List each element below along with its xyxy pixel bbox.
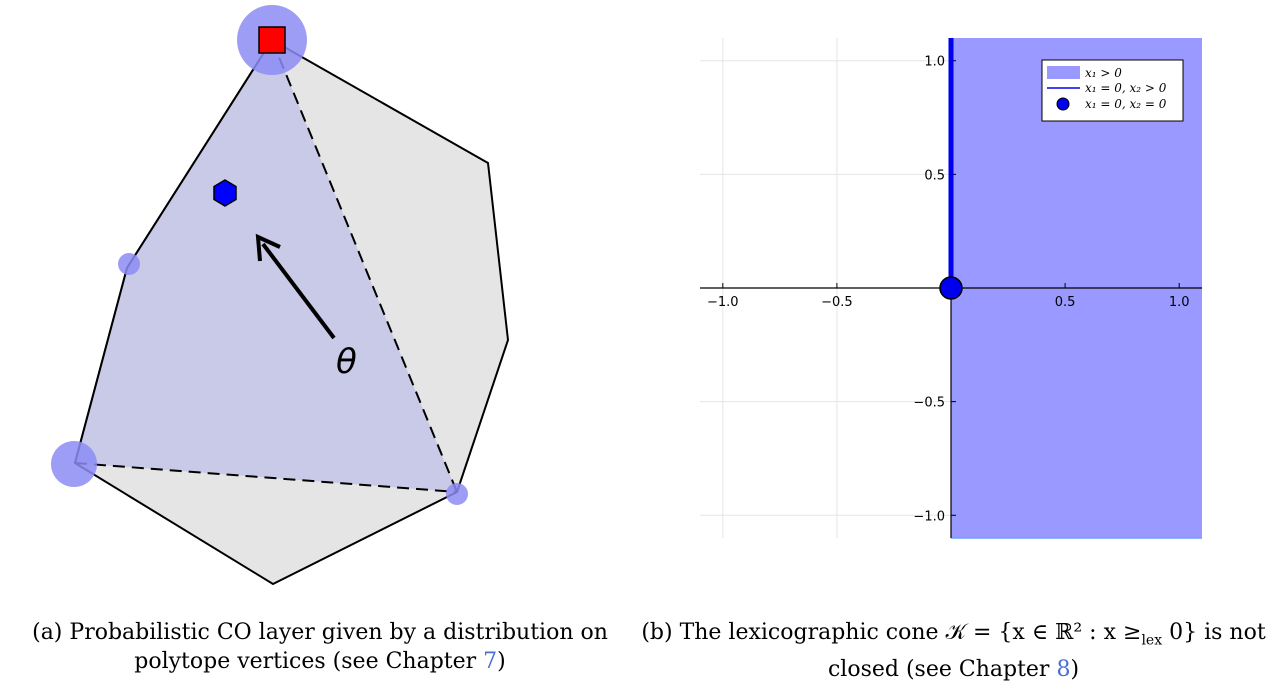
support-simplex [75, 40, 457, 492]
caption-b-suffix: ) [1070, 657, 1080, 683]
vertex-weight-left [118, 253, 140, 275]
legend-swatch-region [1047, 66, 1080, 79]
caption-b: (b) The lexicographic cone 𝒦 = {x ∈ ℝ² :… [640, 618, 1267, 684]
x-tick-label: 1.0 [1169, 295, 1190, 310]
caption-a-suffix: ) [497, 649, 506, 674]
x-tick-label: −0.5 [821, 295, 853, 310]
theta-label: θ [336, 342, 357, 382]
simplex-edge [74, 462, 458, 493]
y-tick-label: −1.0 [913, 509, 945, 524]
caption-a-text: (a) Probabilistic CO layer given by a di… [32, 620, 608, 674]
mode-marker [258, 26, 286, 54]
legend-label-region: x₁ > 0 [1085, 66, 1122, 80]
caption-a: (a) Probabilistic CO layer given by a di… [0, 618, 640, 676]
chapter-8-link[interactable]: 8 [1056, 657, 1071, 683]
vertex-weight-right-bottom [446, 483, 468, 505]
vertex-weight-left-bottom [51, 441, 97, 487]
legend-label-line: x₁ = 0, x₂ > 0 [1085, 81, 1167, 95]
legend-label-point: x₁ = 0, x₂ = 0 [1085, 97, 1167, 111]
x-tick-label: −1.0 [707, 295, 739, 310]
lex-cone-chart: −1.0 −0.5 0.5 1.0 1.0 0.5 −0.5 −1.0 x₁ > 0 x₁ =… [700, 38, 1202, 539]
legend: x₁ > 0 x₁ = 0, x₂ > 0 x₁ = 0, x₂ = 0 [1041, 59, 1184, 122]
x-tick-label: 0.5 [1055, 295, 1076, 310]
y-tick-label: 0.5 [924, 168, 945, 183]
theta-arrow-head [255, 233, 281, 262]
simplex-edge [271, 39, 458, 493]
theta-arrow [261, 242, 336, 340]
point-origin [939, 276, 963, 300]
panel-b-lex-cone: −1.0 −0.5 0.5 1.0 1.0 0.5 −0.5 −1.0 x₁ > 0 x₁ =… [640, 0, 1267, 600]
y-tick-label: −0.5 [913, 396, 945, 411]
caption-b-subscript: lex [1141, 632, 1163, 649]
mean-marker [213, 179, 237, 207]
chapter-7-link[interactable]: 7 [483, 649, 498, 674]
legend-swatch-point [1056, 97, 1070, 111]
panel-a-polytope: θ [0, 0, 640, 600]
y-tick-label: 1.0 [924, 55, 945, 70]
polytope-figure: θ [51, 5, 510, 586]
caption-b-text: (b) The lexicographic cone 𝒦 = {x ∈ ℝ² :… [641, 620, 1142, 645]
caption-b-mid: 0} is not closed (see Chapter [827, 620, 1266, 683]
